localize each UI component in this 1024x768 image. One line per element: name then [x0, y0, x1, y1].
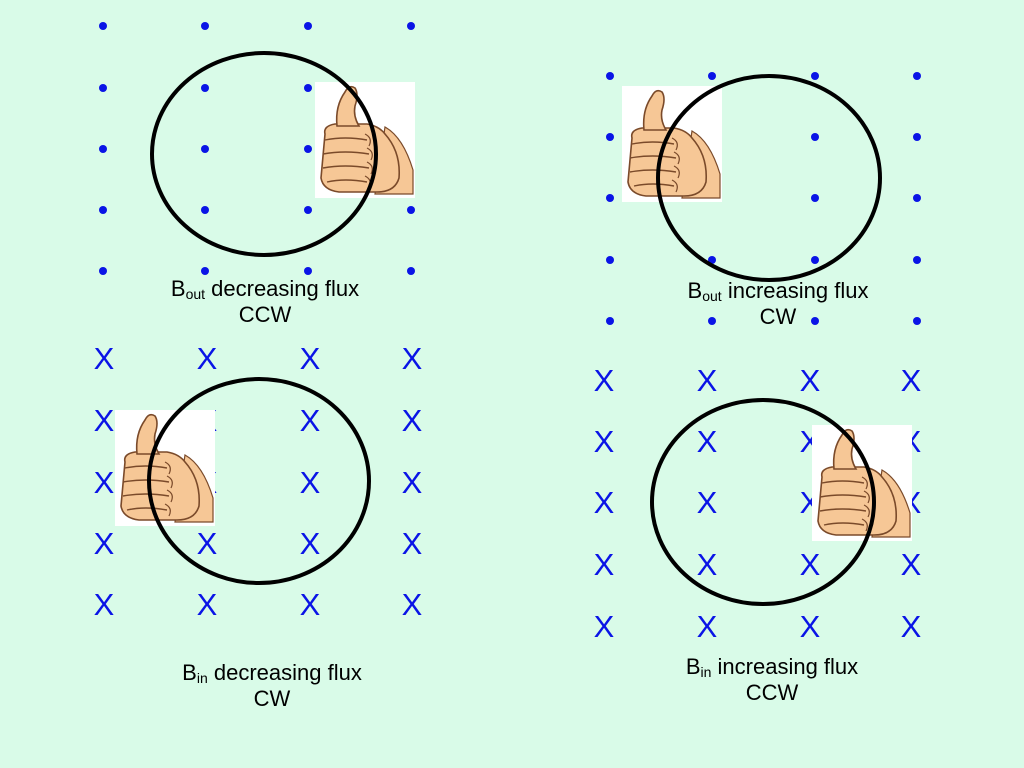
field-in-cross-icon: X [800, 547, 821, 582]
field-out-dot-icon [99, 267, 107, 275]
field-out-dot-icon [811, 72, 819, 80]
field-in-cross-icon: X [94, 341, 115, 376]
field-out-dot-icon [201, 206, 209, 214]
field-out-dot-icon [811, 256, 819, 264]
field-in-cross-icon: X [197, 587, 218, 622]
field-out-dot-icon [913, 194, 921, 202]
field-in-cross-icon: X [594, 485, 615, 520]
caption-bin-decreasing: Bin decreasing flux CW [132, 660, 412, 712]
field-out-dot-icon [407, 206, 415, 214]
field-in-cross-icon: X [697, 609, 718, 644]
field-out-dot-icon [304, 145, 312, 153]
field-in-cross-icon: X [300, 587, 321, 622]
panel-bout-decreasing [99, 22, 416, 275]
field-in-cross-icon: X [94, 587, 115, 622]
field-out-dot-icon [708, 317, 716, 325]
direction-label: CW [253, 686, 291, 711]
thumbs-up-hand-icon [621, 85, 723, 203]
field-out-dot-icon [201, 84, 209, 92]
field-in-cross-icon: X [300, 403, 321, 438]
field-in-cross-icon: X [800, 363, 821, 398]
field-in-cross-icon: X [594, 363, 615, 398]
field-out-dot-icon [304, 206, 312, 214]
field-out-dot-icon [913, 133, 921, 141]
caption-bout-decreasing: Bout decreasing flux CCW [125, 276, 405, 328]
field-out-dot-icon [304, 22, 312, 30]
field-in-cross-icon: X [94, 526, 115, 561]
field-out-dot-icon [811, 317, 819, 325]
field-out-dot-icon [304, 267, 312, 275]
field-out-dot-icon [913, 256, 921, 264]
field-in-cross-icon: X [94, 465, 115, 500]
field-in-cross-icon: X [402, 465, 423, 500]
field-out-dot-icon [99, 206, 107, 214]
conducting-loop [150, 51, 378, 257]
field-out-dot-icon [913, 317, 921, 325]
field-in-cross-icon: X [300, 341, 321, 376]
field-out-dot-icon [201, 145, 209, 153]
field-in-cross-icon: X [402, 587, 423, 622]
field-out-dot-icon [201, 267, 209, 275]
field-in-cross-icon: X [697, 485, 718, 520]
field-in-cross-icon: X [594, 609, 615, 644]
field-in-cross-icon: X [901, 363, 922, 398]
field-in-cross-icon: X [402, 341, 423, 376]
field-out-dot-icon [407, 22, 415, 30]
field-in-cross-icon: X [594, 547, 615, 582]
panel-bout-increasing [606, 72, 921, 325]
field-out-dot-icon [606, 256, 614, 264]
field-in-cross-icon: X [594, 424, 615, 459]
field-in-cross-icon: X [697, 547, 718, 582]
direction-label: CCW [745, 680, 799, 705]
field-out-dot-icon [606, 133, 614, 141]
field-out-dot-icon [201, 22, 209, 30]
field-in-cross-icon: X [94, 403, 115, 438]
thumbs-up-hand-icon [314, 81, 416, 199]
thumbs-up-hand-icon [811, 424, 913, 542]
conducting-loop [656, 74, 882, 282]
caption-bout-increasing: Bout increasing flux CW [638, 278, 918, 330]
field-in-cross-icon: X [800, 609, 821, 644]
field-out-dot-icon [811, 133, 819, 141]
field-in-cross-icon: X [300, 465, 321, 500]
field-out-dot-icon [606, 72, 614, 80]
field-in-cross-icon: X [402, 403, 423, 438]
field-out-dot-icon [99, 22, 107, 30]
field-out-dot-icon [708, 72, 716, 80]
field-in-cross-icon: X [197, 526, 218, 561]
direction-label: CCW [238, 302, 292, 327]
caption-bin-increasing: Bin increasing flux CCW [632, 654, 912, 706]
field-out-dot-icon [99, 145, 107, 153]
field-out-dot-icon [913, 72, 921, 80]
field-in-cross-icon: X [697, 363, 718, 398]
field-in-cross-icon: X [300, 526, 321, 561]
field-out-dot-icon [811, 194, 819, 202]
field-out-dot-icon [606, 317, 614, 325]
field-in-cross-icon: X [402, 526, 423, 561]
field-out-dot-icon [606, 194, 614, 202]
field-out-dot-icon [99, 84, 107, 92]
field-in-cross-icon: X [697, 424, 718, 459]
field-out-dot-icon [304, 84, 312, 92]
field-in-cross-icon: X [901, 609, 922, 644]
conducting-loop [650, 398, 876, 606]
field-in-cross-icon: X [901, 547, 922, 582]
conducting-loop [147, 377, 371, 585]
field-out-dot-icon [407, 267, 415, 275]
direction-label: CW [759, 304, 797, 329]
field-out-dot-icon [708, 256, 716, 264]
field-in-cross-icon: X [197, 341, 218, 376]
